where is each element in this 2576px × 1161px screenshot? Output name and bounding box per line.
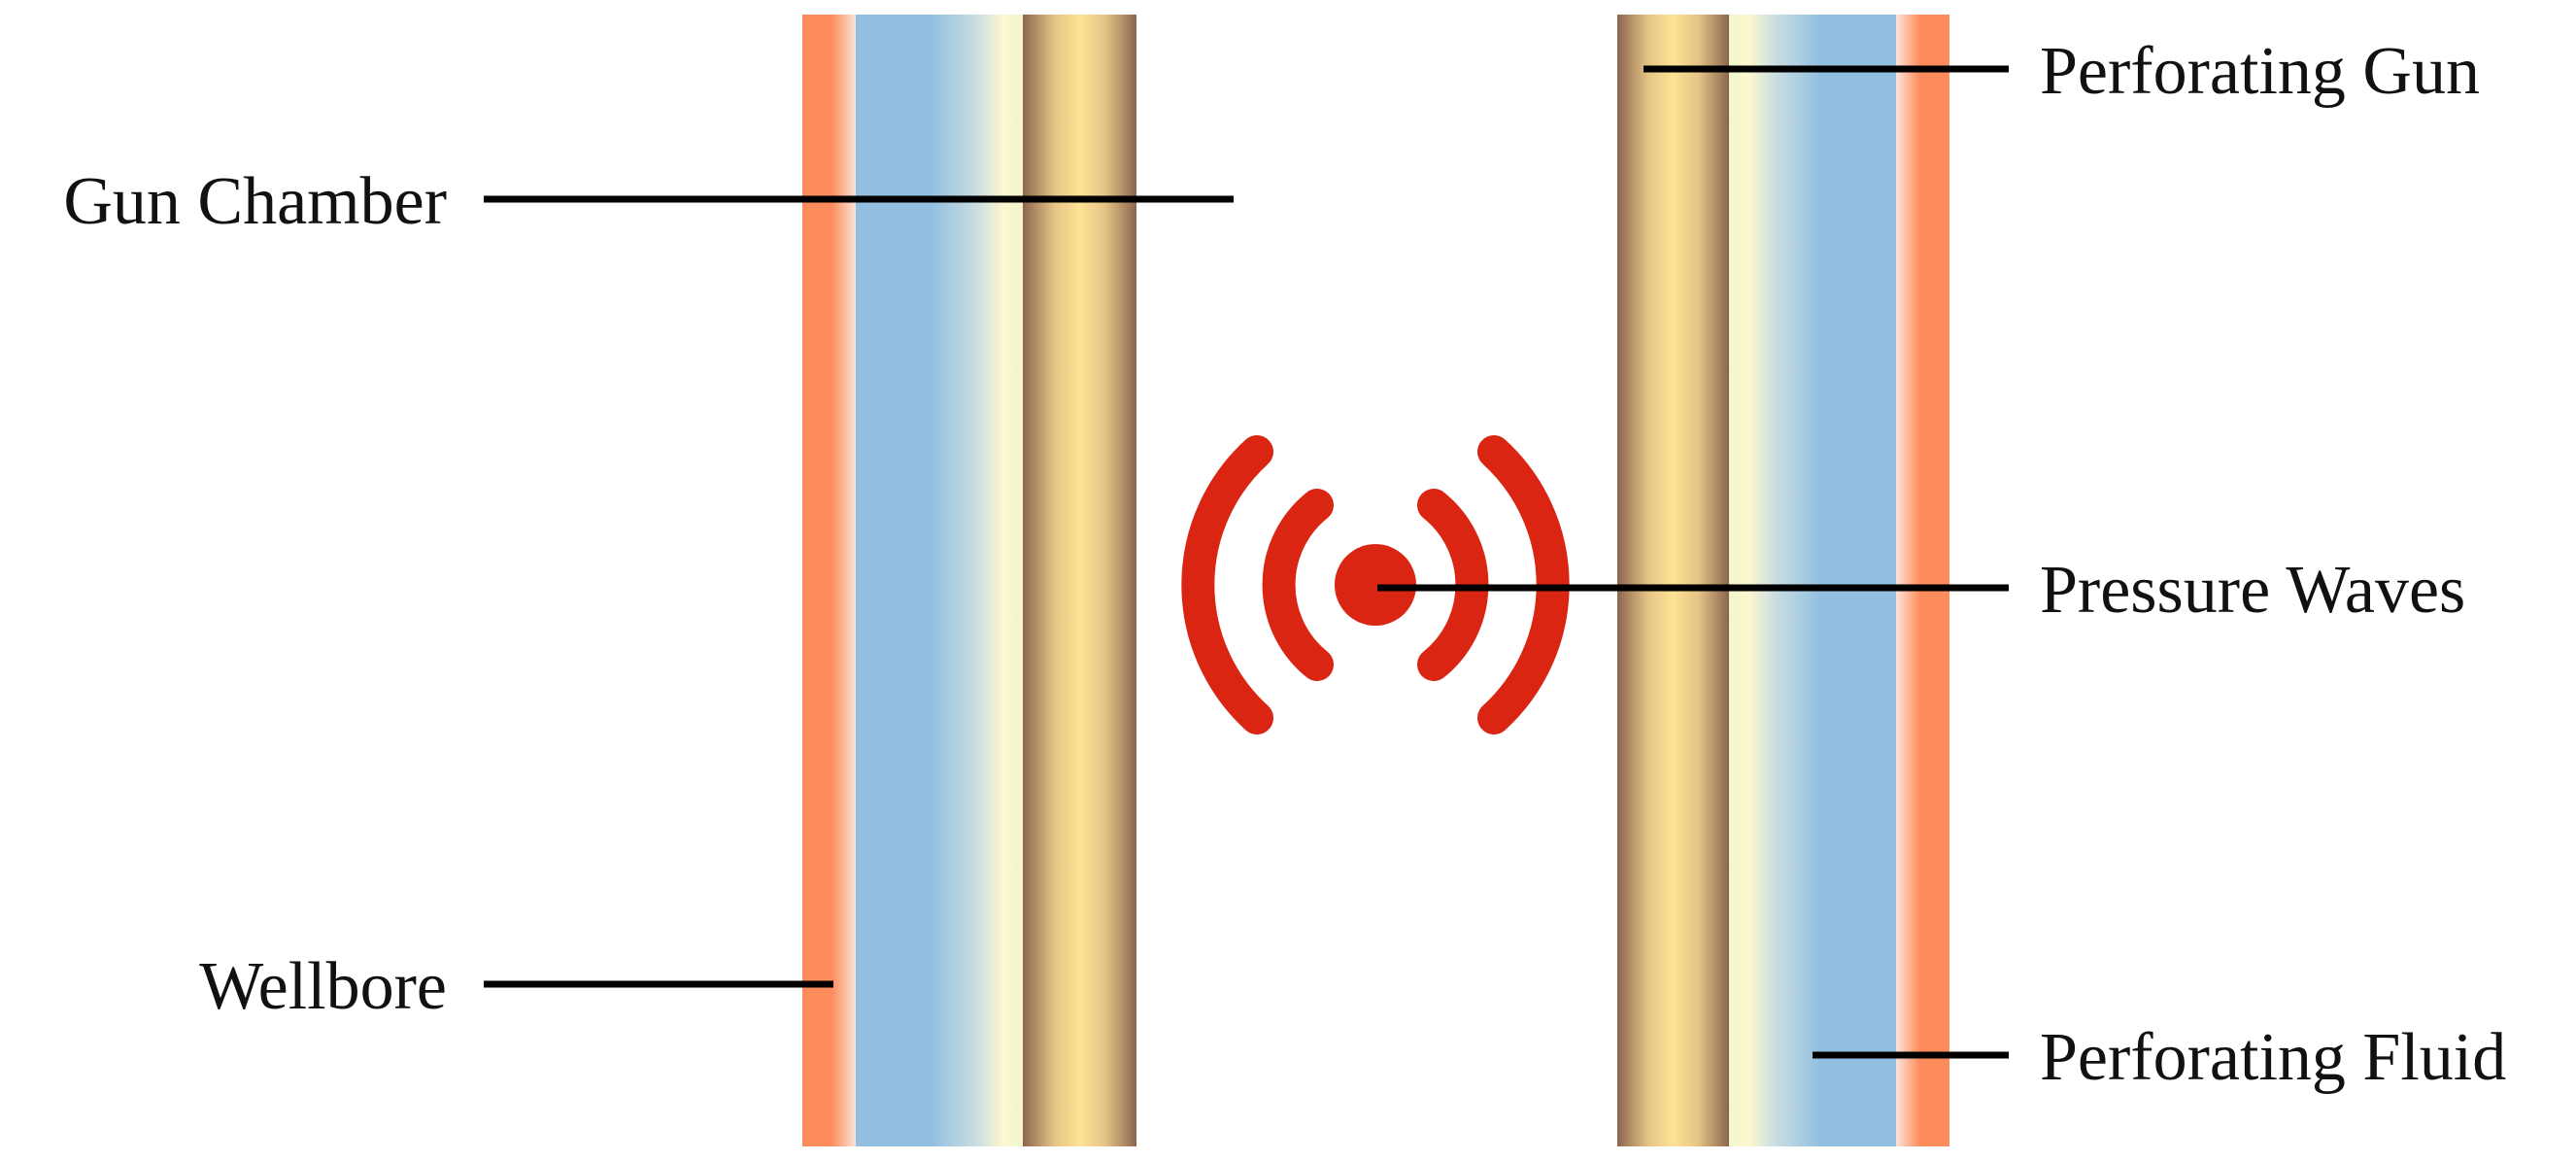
right-wall [1617, 15, 1949, 1146]
right-wellbore-layer [1896, 15, 1949, 1146]
wave-center-dot [1335, 544, 1416, 626]
left-fluid-layer [856, 15, 1023, 1146]
label-pressure-waves: Pressure Waves [2040, 553, 2465, 628]
label-gun-chamber: Gun Chamber [63, 164, 447, 239]
left-gun-layer [1023, 15, 1136, 1146]
labels: Gun Chamber Wellbore Perforating Gun Pre… [63, 34, 2506, 1095]
label-wellbore: Wellbore [199, 949, 447, 1024]
leader-lines [484, 65, 2009, 1059]
left-wellbore-layer [802, 15, 856, 1146]
label-perforating-gun: Perforating Gun [2040, 34, 2480, 109]
right-gun-layer [1617, 15, 1729, 1146]
wave-inner-left [1262, 489, 1334, 681]
wave-outer-left [1181, 435, 1273, 734]
left-wall [802, 15, 1136, 1146]
right-fluid-layer [1729, 15, 1896, 1146]
label-perforating-fluid: Perforating Fluid [2040, 1020, 2506, 1095]
